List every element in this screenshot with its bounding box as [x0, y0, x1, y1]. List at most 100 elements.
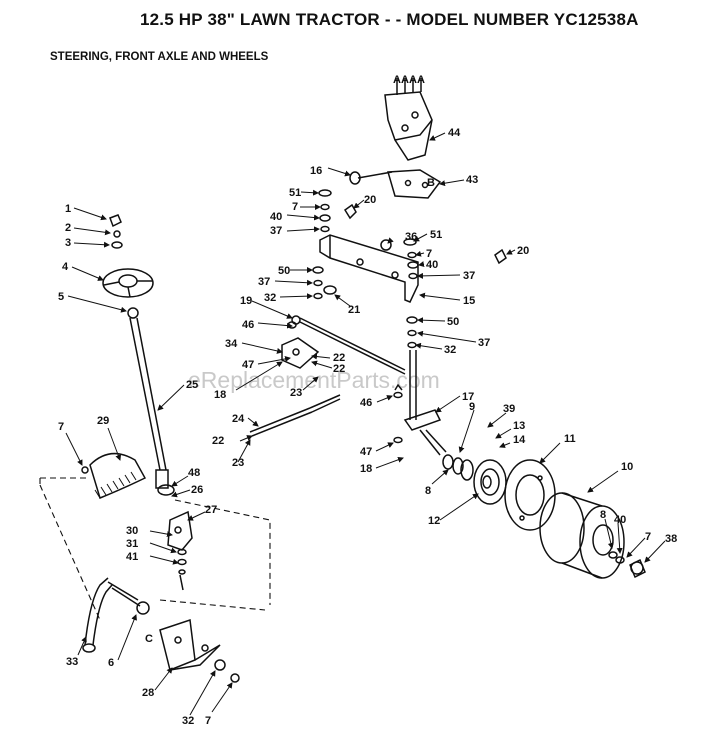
steering-wheel — [102, 268, 154, 298]
part-label: 32 — [264, 292, 276, 304]
part-labels: 1 2 3 4 5 25 29 7 48 26 27 30 31 41 33 6… — [58, 127, 677, 727]
washer — [313, 292, 323, 300]
part-label: 27 — [205, 504, 217, 516]
washer — [406, 316, 418, 324]
steering-cap — [109, 214, 123, 249]
part-label: 41 — [126, 551, 138, 563]
pinion-gear — [157, 484, 175, 496]
drag-link — [82, 577, 141, 653]
washer — [319, 214, 331, 222]
part-label: 37 — [258, 276, 270, 288]
part-label: 38 — [665, 533, 677, 545]
sector-gear — [81, 452, 147, 500]
pivot-bolt — [349, 171, 393, 185]
ref-letter: A — [409, 74, 417, 86]
part-label: 13 — [513, 420, 525, 432]
bushing — [136, 601, 150, 615]
nut — [380, 239, 392, 251]
diagram-subtitle: STEERING, FRONT AXLE AND WHEELS — [50, 51, 269, 63]
spindle — [403, 350, 447, 456]
grease-fitting — [343, 203, 357, 220]
part-label: 24 — [232, 413, 245, 425]
ref-letter-c: C — [145, 633, 153, 645]
part-label: 20 — [364, 194, 376, 206]
part-label: 34 — [225, 338, 238, 350]
hub-bearings — [442, 454, 474, 481]
part-label: 46 — [242, 319, 254, 331]
washer — [214, 659, 226, 671]
part-label: 7 — [58, 421, 64, 433]
part-label: 22 — [333, 352, 345, 364]
washer — [407, 251, 417, 259]
part-label: 12 — [428, 515, 440, 527]
part-label: 22 — [212, 435, 224, 447]
washer — [177, 548, 187, 556]
gear-bracket — [167, 510, 193, 551]
part-label: 26 — [191, 484, 203, 496]
part-label: 11 — [564, 433, 576, 445]
part-label: 2 — [65, 222, 71, 234]
washer — [407, 341, 417, 349]
part-label: 33 — [66, 656, 78, 668]
part-label: 25 — [186, 379, 198, 391]
bolt — [394, 383, 403, 391]
part-label: 28 — [142, 687, 154, 699]
mount-plate — [387, 169, 442, 199]
part-label: 43 — [466, 174, 478, 186]
washer — [407, 329, 417, 337]
part-label: 7 — [205, 715, 211, 727]
washer — [320, 225, 330, 233]
washer — [393, 436, 403, 444]
ref-letter-b: B — [427, 177, 435, 189]
diagram-title: 12.5 HP 38" LAWN TRACTOR - - MODEL NUMBE… — [140, 10, 639, 29]
part-label: 50 — [278, 265, 290, 277]
steering-shaft — [129, 317, 169, 489]
washer — [608, 551, 618, 559]
part-label: 32 — [444, 344, 456, 356]
steering-plate — [159, 618, 221, 672]
part-label: 51 — [289, 187, 301, 199]
part-label: 16 — [310, 165, 322, 177]
part-label: 7 — [426, 248, 432, 260]
axle-mount-bracket — [384, 78, 433, 161]
tie-rod — [291, 315, 406, 375]
part-label: 32 — [182, 715, 194, 727]
washer — [407, 261, 419, 269]
washer — [318, 189, 332, 197]
part-label: 1 — [65, 203, 71, 215]
part-label: 40 — [614, 514, 626, 526]
washer — [177, 558, 187, 566]
part-label: 23 — [232, 457, 244, 469]
part-label: 17 — [462, 391, 474, 403]
part-label: 15 — [463, 295, 475, 307]
washer — [393, 391, 403, 399]
drag-link-rod — [249, 394, 341, 437]
part-label: 47 — [360, 446, 372, 458]
axle-spacer — [323, 285, 337, 295]
frame-outline — [39, 477, 271, 621]
part-label: 31 — [126, 538, 138, 550]
washer — [230, 673, 240, 683]
part-label: 9 — [469, 401, 475, 413]
part-label: 19 — [240, 295, 252, 307]
part-label: 6 — [108, 657, 114, 669]
part-label: 18 — [214, 389, 226, 401]
part-label: 36 — [405, 231, 417, 243]
steering-bushing — [127, 307, 139, 319]
washer — [320, 203, 330, 211]
part-label: 37 — [463, 270, 475, 282]
washer — [312, 266, 324, 274]
tire-ring — [504, 459, 556, 531]
part-label: 40 — [270, 211, 282, 223]
part-label: 23 — [290, 387, 302, 399]
part-label: 3 — [65, 237, 71, 249]
washer — [615, 556, 625, 564]
part-label: 46 — [360, 397, 372, 409]
ref-letter: A — [393, 74, 401, 86]
bolt — [287, 321, 297, 329]
part-label: 37 — [270, 225, 282, 237]
part-label: 4 — [62, 261, 69, 273]
grease-fitting-right — [494, 248, 507, 265]
part-label: 39 — [503, 403, 515, 415]
